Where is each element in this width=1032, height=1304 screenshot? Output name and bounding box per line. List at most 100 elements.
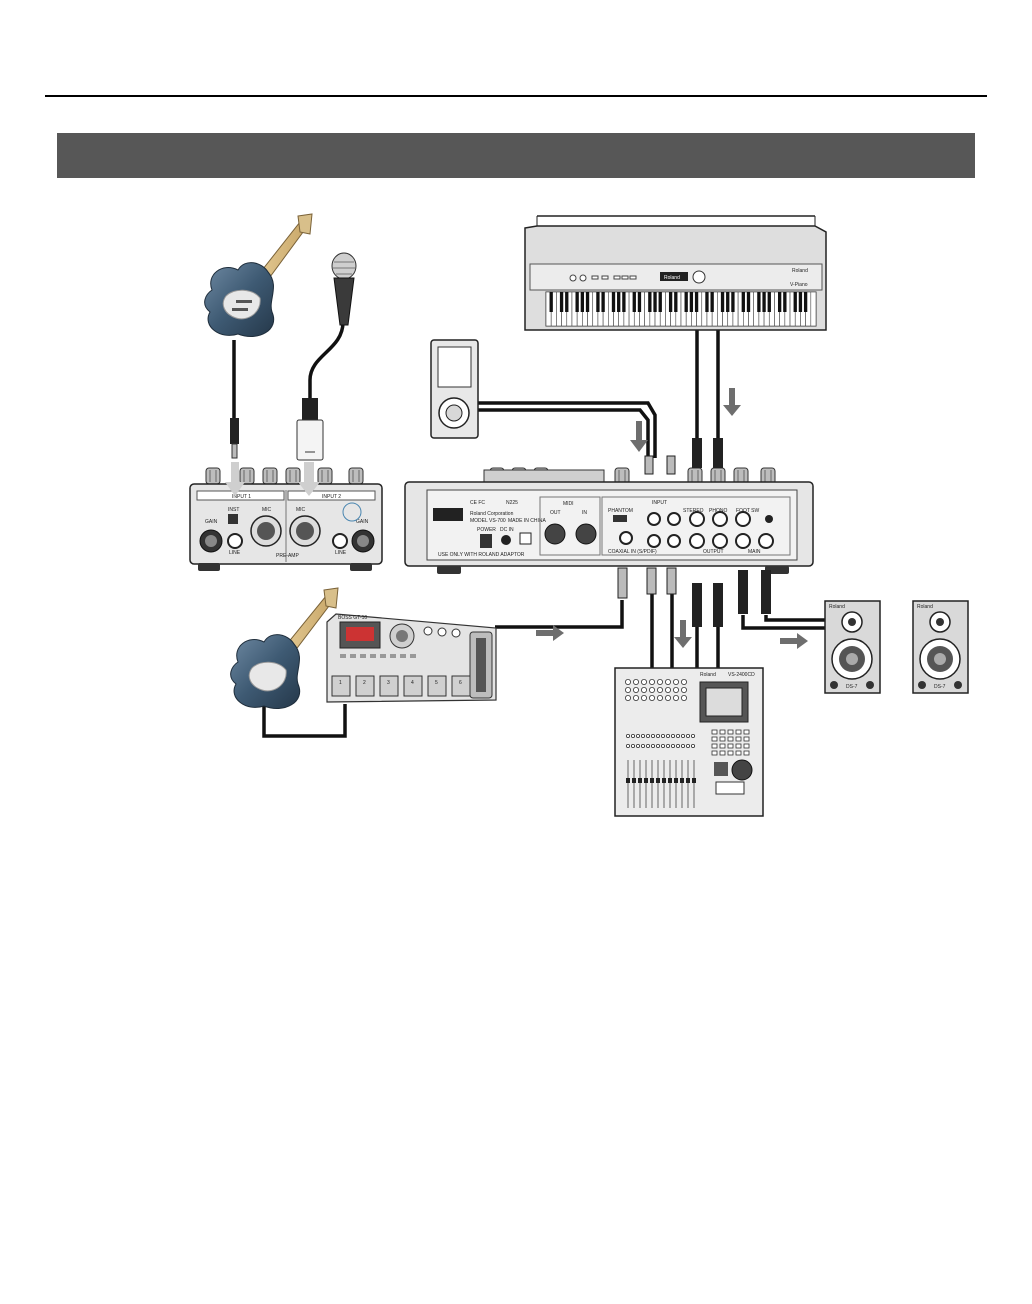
mixer-button: [626, 744, 631, 749]
unit-knob: [348, 467, 364, 485]
speaker-left-brand: Roland: [829, 604, 845, 610]
arrow-player-in: [630, 421, 648, 452]
mixer-knob: [657, 679, 664, 686]
audio-player: [430, 339, 479, 439]
mixer-key: [719, 750, 726, 756]
interface-rear: CE FC N225 Roland Corporation MODEL VS-7…: [404, 467, 814, 574]
piano-black-key: [798, 292, 803, 312]
effects-pedal: BOSS GT-10 1 2 3 4 5 6: [326, 613, 497, 703]
mixer-button: [626, 734, 631, 739]
mic-cable: [308, 321, 345, 400]
mixer-knob: [657, 695, 664, 702]
mixer-fader-cap: [632, 778, 636, 783]
mixer-knob: [673, 695, 680, 702]
top-rule: [45, 95, 987, 97]
mixer-button: [691, 744, 696, 749]
mixer-key: [711, 736, 718, 742]
label-input2: INPUT 2: [322, 494, 341, 500]
mixer-fader-cap: [626, 778, 630, 783]
mixer-button: [681, 734, 686, 739]
piano-black-key: [622, 292, 626, 312]
mixer-button: [641, 734, 646, 739]
mixer-knob: [625, 687, 632, 694]
xlr-plug: [296, 398, 324, 461]
player-cable-r: [478, 408, 650, 458]
mixer-key: [719, 743, 726, 749]
label-main: MAIN: [748, 549, 761, 555]
piano-black-key: [585, 292, 590, 312]
guitar2-cable: [262, 704, 347, 738]
arrow-speaker-out: [780, 633, 808, 649]
mixer-knob: [649, 679, 656, 686]
mixer-key: [711, 750, 718, 756]
piano-black-key: [565, 292, 569, 312]
piano-black-key: [637, 292, 642, 312]
piano-black-key: [617, 292, 621, 312]
mixer-fader-cap: [668, 778, 672, 783]
mixer-key: [719, 729, 726, 735]
label-gain1: GAIN: [205, 519, 218, 525]
speaker-left: Roland DS-7: [824, 600, 881, 694]
mixer-knob: [649, 695, 656, 702]
piano-brand: Roland: [792, 268, 808, 274]
piano-black-key: [648, 292, 652, 312]
guitar-bottom: [230, 587, 339, 710]
arrow-mixer-out: [674, 620, 692, 648]
piano-black-key: [741, 292, 745, 312]
piano-black-key: [710, 292, 714, 312]
label-ce: CE FC: [470, 500, 485, 506]
arrow-piano-in: [723, 388, 741, 416]
mixer-knob: [681, 679, 688, 686]
speaker-right: Roland DS-7: [912, 600, 969, 694]
unit-knob: [205, 467, 221, 485]
mixer-knob: [625, 679, 632, 686]
piano-black-key: [674, 292, 678, 312]
mixer-knob: [681, 695, 688, 702]
interface-front: INPUT 1 INPUT 2 GAIN INST LINE MIC PRE-A…: [189, 467, 383, 571]
mixer-knob: [649, 687, 656, 694]
mixer-button: [681, 744, 686, 749]
label-coaxial: COAXIAL IN (S/PDIF): [608, 549, 657, 555]
mixer-button: [686, 744, 691, 749]
mixer-key: [743, 750, 750, 756]
mixer-fader-cap: [644, 778, 648, 783]
mixer-fader-cap: [692, 778, 696, 783]
arrow-mic-in: [298, 462, 320, 496]
mixer-key: [743, 743, 750, 749]
mixer-fader-cap: [638, 778, 642, 783]
mixer-knob: [633, 695, 640, 702]
piano-model: V-Piano: [790, 282, 808, 288]
label-mic2: MIC: [296, 507, 306, 513]
arrow-pedal-in: [536, 625, 564, 641]
digital-mixer: Roland VS-2400CD: [614, 667, 764, 817]
piano-black-key: [575, 292, 579, 312]
mixer-knob: [665, 679, 672, 686]
label-preamp: PRE-AMP: [276, 553, 299, 559]
mixer-key: [711, 743, 718, 749]
cables: [232, 321, 826, 738]
player-cable-l: [478, 401, 657, 458]
piano-black-keys: [549, 292, 808, 312]
signal-arrows: [225, 388, 808, 649]
label-adaptor: USE ONLY WITH ROLAND ADAPTOR: [438, 552, 525, 558]
mixer-button: [666, 744, 671, 749]
piano-black-key: [720, 292, 725, 312]
mixer-key: [735, 736, 742, 742]
piano-black-key: [632, 292, 636, 312]
mixer-button: [631, 734, 636, 739]
piano-black-key: [793, 292, 797, 312]
piano-display: Roland: [664, 275, 680, 281]
mixer-key: [743, 729, 750, 735]
piano-black-key: [767, 292, 771, 312]
label-midi: MIDI: [563, 501, 574, 507]
mixer-button: [651, 744, 656, 749]
mixer-button: [661, 744, 666, 749]
mixer-fader-cap: [686, 778, 690, 783]
mixer-fader-cap: [656, 778, 660, 783]
mixer-knob: [681, 687, 688, 694]
piano: Roland Roland V-Piano: [524, 215, 827, 331]
label-midi-in: IN: [582, 510, 587, 516]
speaker-cable-r: [764, 615, 826, 622]
mixer-button: [651, 734, 656, 739]
